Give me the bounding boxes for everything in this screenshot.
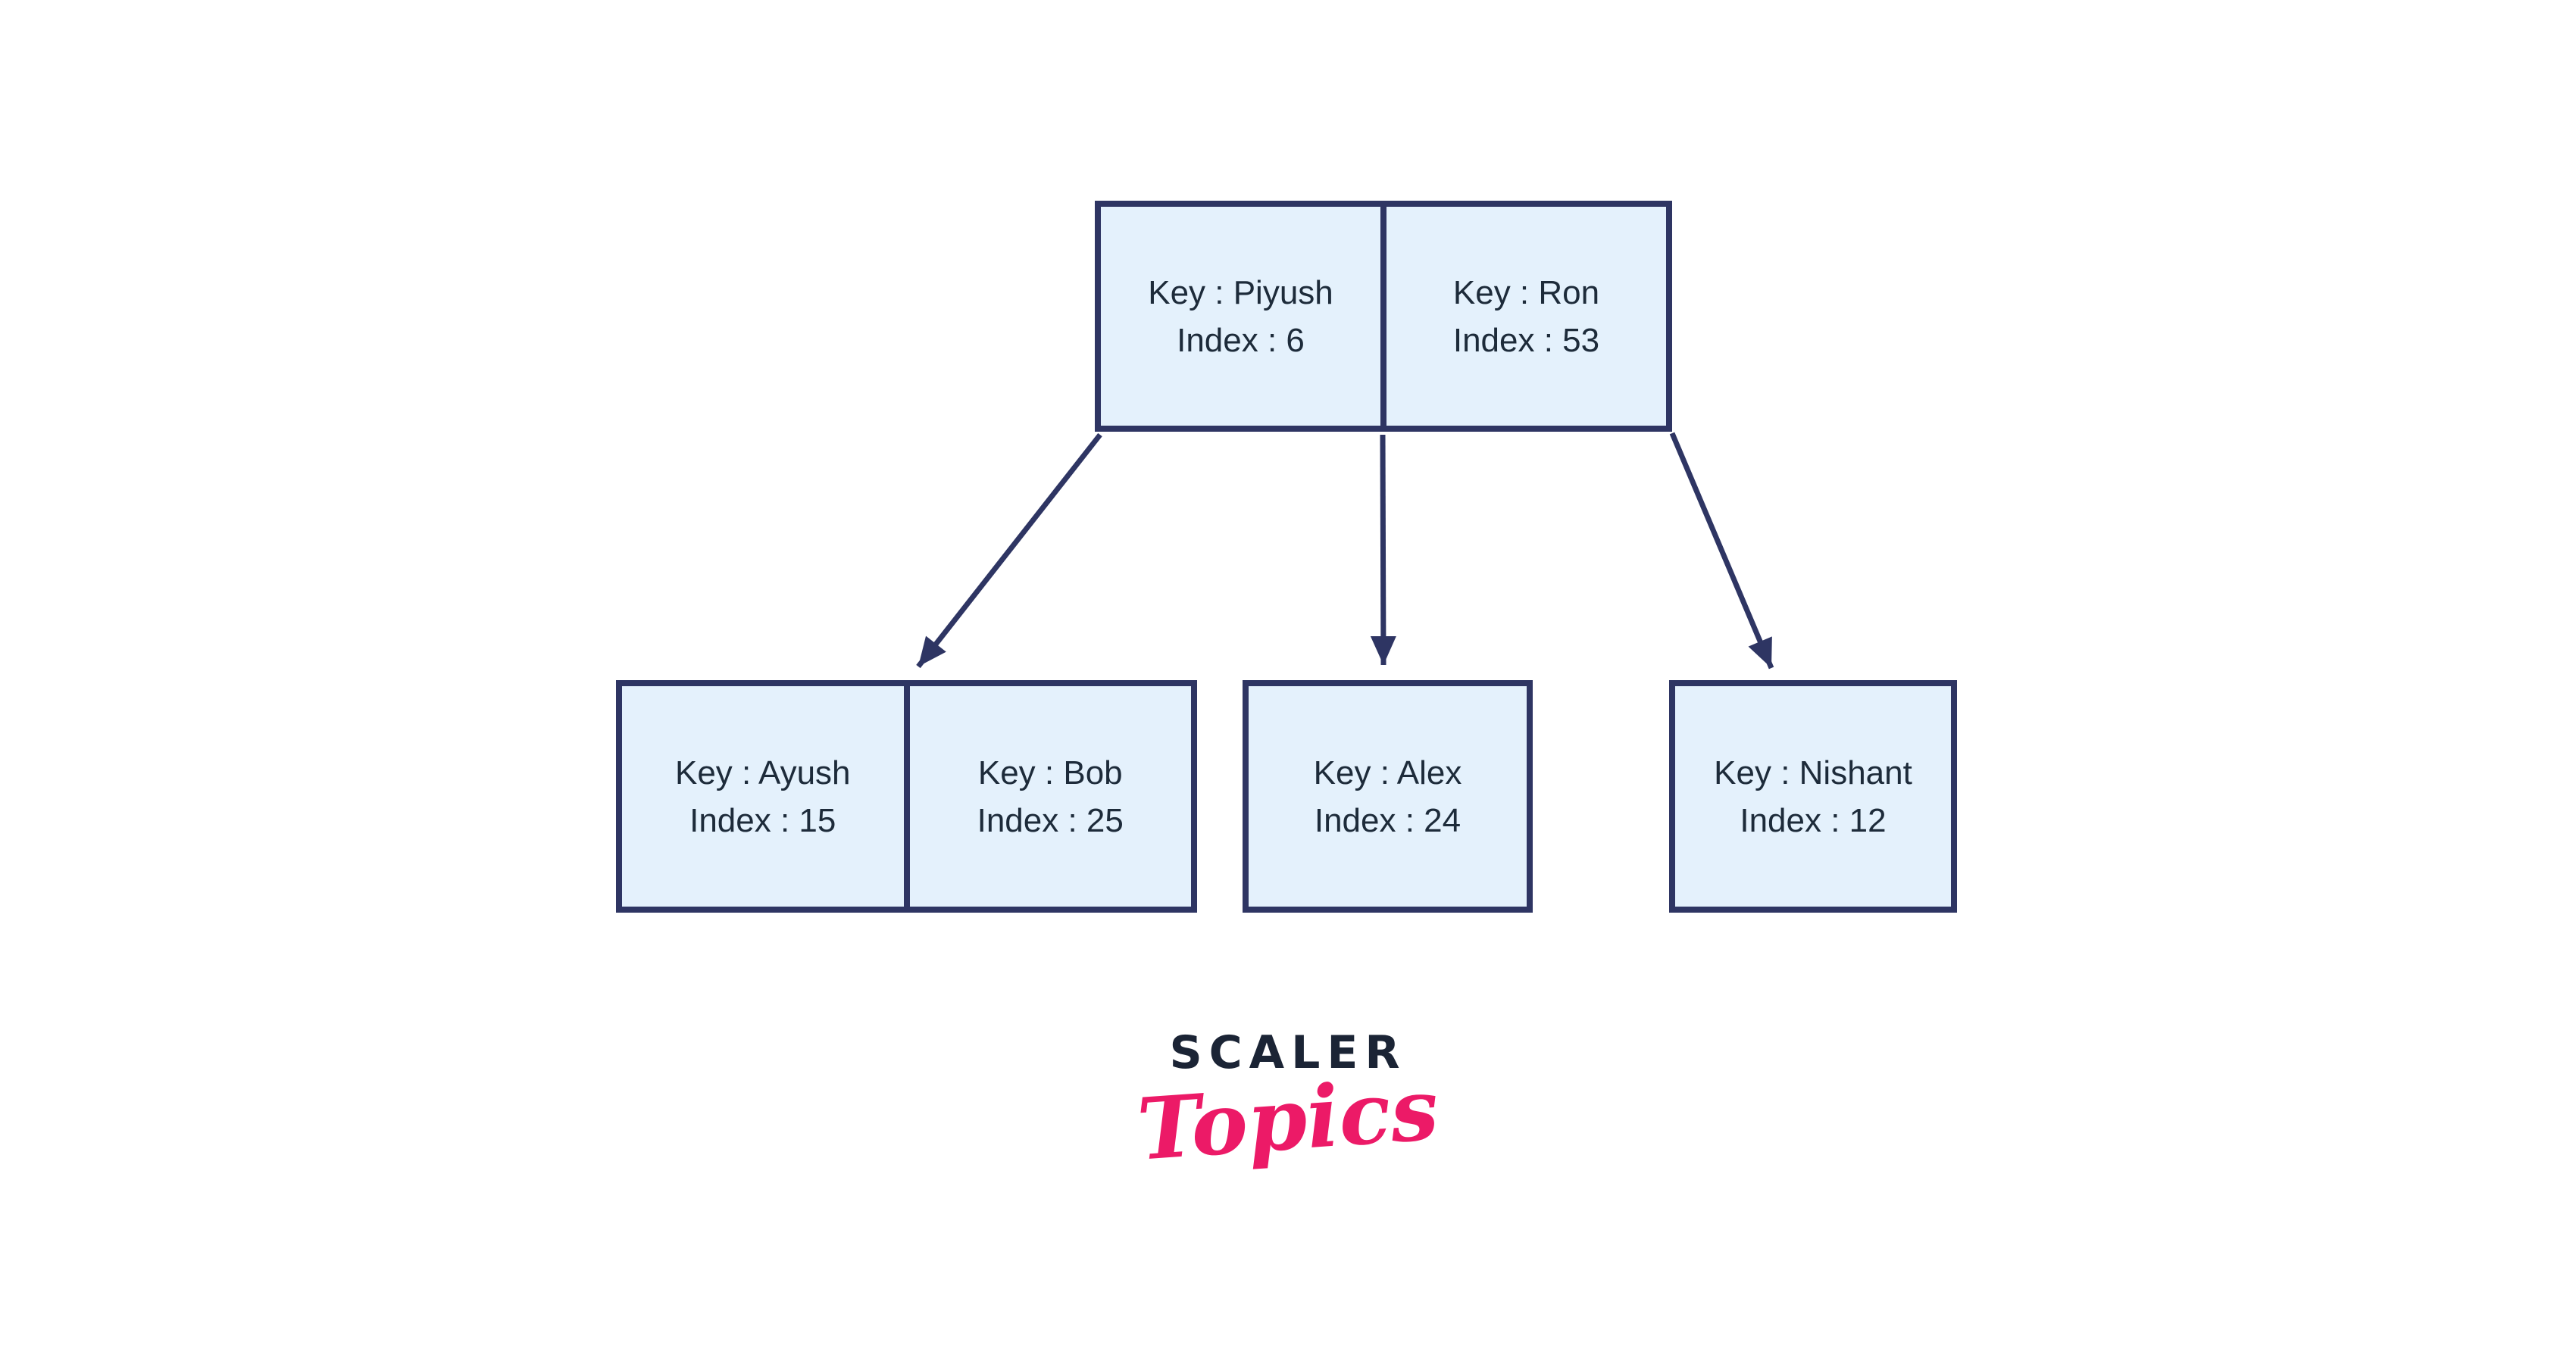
node-index-text: Index : 15: [689, 801, 836, 839]
node-index-text: Index : 25: [977, 801, 1124, 839]
node-key-text: Key : Bob: [977, 754, 1123, 791]
arrow-root-to-left-child: [916, 432, 1102, 669]
node-key-text: Key : Nishant: [1714, 754, 1912, 791]
btree-cell-nishant: Key : Nishant Index : 12: [1675, 686, 1951, 907]
btree-cell-ron: Key : Ron Index : 53: [1380, 207, 1666, 426]
arrow-root-to-right-child: [1669, 432, 1774, 670]
btree-cell-piyush: Key : Piyush Index : 6: [1101, 207, 1380, 426]
btree-node-right-child: Key : Nishant Index : 12: [1669, 680, 1957, 913]
btree-node-left-child: Key : Ayush Index : 15 Key : Bob Index :…: [616, 680, 1197, 913]
btree-cell-bob: Key : Bob Index : 25: [903, 686, 1192, 907]
node-index-text: Index : 24: [1314, 801, 1462, 839]
node-index-text: Index : 12: [1740, 801, 1887, 839]
logo-brand-text: SCALER: [1169, 1026, 1407, 1079]
node-index-text: Index : 53: [1452, 321, 1600, 359]
node-index-text: Index : 6: [1177, 321, 1305, 359]
node-key-text: Key : Ayush: [674, 754, 851, 791]
btree-node-middle-child: Key : Alex Index : 24: [1243, 680, 1533, 913]
btree-cell-alex: Key : Alex Index : 24: [1249, 686, 1527, 907]
btree-cell-ayush: Key : Ayush Index : 15: [622, 686, 904, 907]
btree-node-root: Key : Piyush Index : 6 Key : Ron Index :…: [1095, 201, 1672, 432]
scaler-topics-logo: SCALER Topics: [1091, 1026, 1485, 1180]
node-key-text: Key : Alex: [1313, 754, 1462, 791]
node-key-text: Key : Ron: [1452, 273, 1600, 311]
node-key-text: Key : Piyush: [1148, 273, 1333, 311]
